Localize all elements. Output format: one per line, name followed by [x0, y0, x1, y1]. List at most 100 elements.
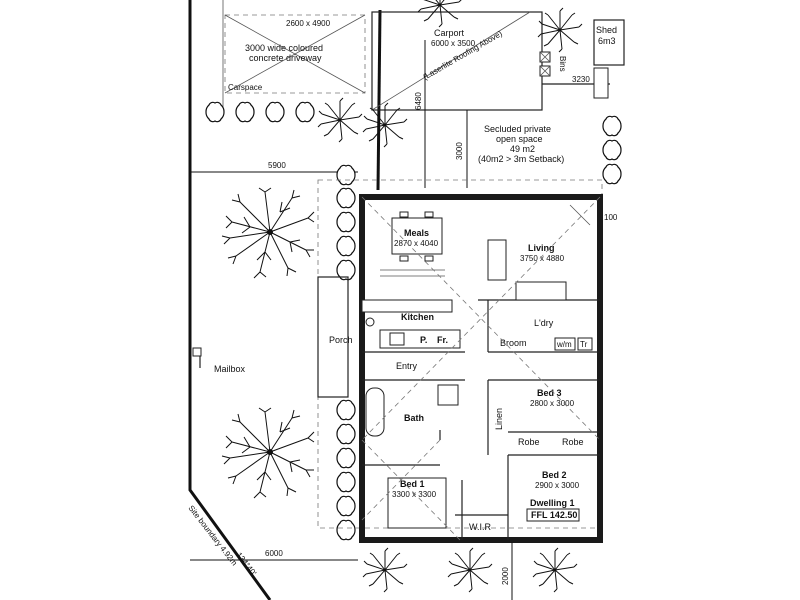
kitchen-label: Kitchen [401, 312, 434, 322]
shrub-8 [336, 235, 356, 257]
living-label: Living [528, 243, 555, 253]
bed1-bed [387, 477, 447, 529]
wm-label: w/m [556, 340, 572, 349]
entry-label: Entry [396, 361, 418, 371]
shower [437, 384, 459, 406]
carspace-label: Carspace [228, 83, 263, 92]
dim-100-label: 100 [604, 213, 618, 222]
porch-outline [317, 276, 349, 398]
shrub-1 [205, 101, 225, 123]
chair-1 [399, 211, 409, 218]
dim-5900-label: 5900 [268, 161, 286, 170]
tank [593, 67, 609, 99]
shrub-12 [336, 447, 356, 469]
meals-label: Meals [404, 228, 429, 238]
trough-label: Tr [580, 340, 588, 349]
private-space-label-1: Secluded private [484, 124, 551, 134]
sofa-2 [515, 281, 567, 301]
trough [577, 337, 593, 351]
sofa-1 [487, 239, 507, 281]
shrub-11 [336, 423, 356, 445]
tree-small-7 [417, 0, 463, 28]
tree-small-1 [317, 97, 363, 143]
bed1-size-label: 3300 x 3300 [392, 490, 437, 499]
bin-1-cross [539, 51, 551, 63]
dim-3000-label: 3000 [455, 142, 464, 160]
pantry-label: P. [420, 335, 427, 345]
bathtub [365, 387, 385, 437]
carspace-box [224, 14, 366, 94]
wir-label: W.I.R [469, 522, 491, 532]
porch-label: Porch [329, 335, 353, 345]
tree-small-6 [532, 547, 578, 593]
fridge-label: Fr. [437, 335, 448, 345]
driveway-label: 3000 wide coloured [245, 43, 323, 53]
meals-window-chairs [380, 269, 445, 277]
bed1-label: Bed 1 [400, 479, 425, 489]
carport-rafter [371, 11, 531, 111]
shrub-15 [336, 519, 356, 541]
mailbox-label: Mailbox [214, 364, 246, 374]
tree-small-3 [537, 7, 583, 53]
tree-small-5 [447, 547, 493, 593]
shrub-14 [336, 495, 356, 517]
dim-3230-label: 3230 [572, 75, 590, 84]
shrub-10 [336, 399, 356, 421]
shed-size-label: 6m3 [598, 36, 616, 46]
bed2-size-label: 2900 x 3000 [535, 481, 580, 490]
washing-machine [554, 337, 576, 351]
dim-6000-label: 6000 [265, 549, 283, 558]
private-space-label-2: open space [496, 134, 543, 144]
bin-2-cross [539, 65, 551, 77]
linen-label: Linen [494, 408, 504, 430]
bath-label: Bath [404, 413, 424, 423]
tree-large-1 [221, 187, 315, 279]
bearing-label: 134°40' [234, 551, 258, 578]
dim-6480-label: 6480 [414, 92, 423, 110]
shrub-16 [602, 115, 622, 137]
chair-3 [399, 255, 409, 262]
bed2-label: Bed 2 [542, 470, 567, 480]
kitchen-bench [361, 299, 453, 313]
tree-small-4 [362, 547, 408, 593]
carspace-cross [224, 14, 366, 94]
ffl-box [526, 508, 580, 522]
house-external-walls [359, 194, 603, 543]
chair-4 [424, 255, 434, 262]
site-boundary-line [188, 0, 272, 600]
living-cross [569, 204, 591, 226]
laundry-label: L'dry [534, 318, 554, 328]
chair-2 [424, 211, 434, 218]
shrub-7 [336, 211, 356, 233]
shrub-2 [235, 101, 255, 123]
shrub-4 [295, 101, 315, 123]
site-boundary-label: Site boundary 4.92m [186, 504, 239, 568]
shed-outline [593, 19, 625, 66]
meals-size-label: 2870 x 4040 [394, 239, 439, 248]
driveway-label-2: concrete driveway [249, 53, 322, 63]
robe-1-label: Robe [518, 437, 540, 447]
carport-size-label: 6000 x 3500 [431, 39, 476, 48]
carport-label: Carport [434, 28, 465, 38]
bed3-size-label: 2800 x 3000 [530, 399, 575, 408]
shrub-5 [336, 164, 356, 186]
tree-large-2 [221, 407, 315, 499]
dwelling-label: Dwelling 1 [530, 498, 575, 508]
shrub-13 [336, 471, 356, 493]
ffl-label: FFL 142.50 [531, 510, 577, 520]
shrub-18 [602, 163, 622, 185]
dim-2000-label: 2000 [501, 567, 510, 585]
private-space-label-3: 49 m2 [510, 144, 535, 154]
mailbox-icon [192, 347, 202, 357]
shrub-6 [336, 187, 356, 209]
robe-2-label: Robe [562, 437, 584, 447]
sink-icon [365, 317, 375, 327]
cooktop-icon [389, 332, 405, 346]
shrub-17 [602, 139, 622, 161]
private-space-label-4: (40m2 > 3m Setback) [478, 154, 564, 164]
shrub-3 [265, 101, 285, 123]
broom-label: Broom [500, 338, 527, 348]
bed3-label: Bed 3 [537, 388, 562, 398]
carspace-size-label: 2600 x 4900 [286, 19, 331, 28]
